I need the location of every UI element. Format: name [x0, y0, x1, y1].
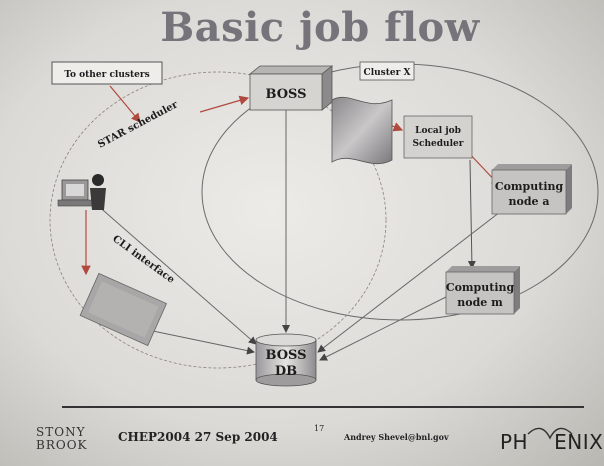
- author-email: Andrey Shevel@bnl.gov: [344, 432, 449, 442]
- storage-image: [331, 96, 393, 165]
- cli-interface-label: CLI interface: [110, 234, 176, 286]
- phenix-left: PH: [500, 430, 529, 454]
- phenix-logo: PH ENIX: [500, 424, 603, 454]
- local-scheduler-label-2: Scheduler: [413, 139, 464, 149]
- boss-box: BOSS: [248, 65, 334, 111]
- phoenix-bird-icon: [527, 427, 573, 440]
- computing-node-a: Computing node a: [491, 164, 572, 215]
- footer-divider: [62, 406, 584, 408]
- stony-brook-logo: STONY BROOK: [36, 426, 88, 452]
- slide-title: Basic job flow: [160, 4, 480, 51]
- node-m-label-1: Computing: [446, 281, 515, 294]
- cluster-x-label-box: Cluster X: [359, 61, 415, 81]
- arrow-node-a-to-db: [317, 211, 501, 353]
- arrow-scheduler-to-other-clusters: [109, 85, 141, 123]
- logo-line-1: STONY: [36, 425, 86, 439]
- other-clusters-box: To other clusters: [51, 61, 163, 85]
- logo-line-2: BROOK: [36, 438, 88, 452]
- boss-db-cylinder: BOSS DB: [255, 333, 317, 387]
- star-loop: [49, 71, 387, 369]
- boss-db-label-1: BOSS: [265, 348, 306, 363]
- arrow-node-m-to-db: [319, 295, 449, 361]
- star-scheduler-label: STAR scheduler: [96, 99, 180, 151]
- boss-db-label-2: DB: [275, 364, 297, 379]
- conference-label: CHEP2004 27 Sep 2004: [118, 430, 278, 444]
- local-scheduler-label-1: Local job: [415, 126, 461, 136]
- other-clusters-label: To other clusters: [64, 70, 149, 80]
- cluster-x-label: Cluster X: [364, 68, 411, 78]
- local-job-scheduler-box: Local job Scheduler: [403, 115, 473, 159]
- boss-label: BOSS: [265, 87, 306, 102]
- output-panel: [79, 272, 168, 347]
- node-m-label-2: node m: [457, 296, 503, 309]
- arrow-local-scheduler-to-node-m: [467, 159, 476, 269]
- node-a-label-2: node a: [509, 195, 550, 208]
- arrow-output-to-db: [147, 329, 255, 355]
- phenix-right: ENIX: [554, 430, 604, 454]
- arrow-scheduler-to-boss: [199, 95, 250, 113]
- phenix-text: PH ENIX: [500, 430, 603, 454]
- computing-node-m: Computing node m: [445, 266, 520, 315]
- node-a-label-1: Computing: [495, 180, 564, 193]
- arrow-cli-to-db: [95, 203, 257, 345]
- page-number: 17: [314, 424, 325, 433]
- user-workstation-image: [57, 174, 106, 210]
